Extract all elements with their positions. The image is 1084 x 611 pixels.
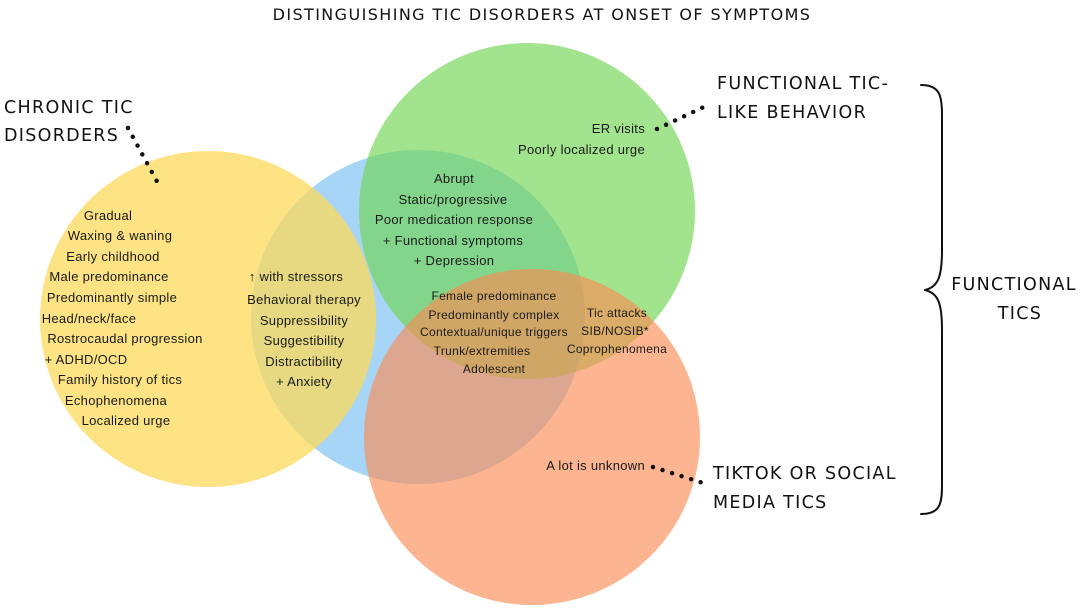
list-item: ↑ with stressors [249,269,344,284]
label-chronic-line-1: CHRONIC TIC [4,98,134,118]
label-chronic-line-2: DISORDERS [4,126,119,146]
leader-dots-social-media [650,464,709,487]
circle-chronic-tic-disorders [40,151,376,487]
list-item: Suppressibility [260,313,349,328]
list-item: Head/neck/face [42,311,137,326]
list-item: Behavioral therapy [247,292,361,307]
label-functional-like-line-1: FUNCTIONAL TIC- [717,74,889,94]
list-chronic-only: Gradual Waxing & waning Early childhood … [42,208,203,428]
list-item: + ADHD/OCD [45,352,128,367]
list-functional-like-shared: Abrupt Static/progressive Poor medicatio… [375,171,533,268]
circle-social-media-tics [364,269,700,605]
list-item: Coprophenomena [567,342,667,356]
list-item: Predominantly complex [428,308,559,322]
list-item: Distractibility [265,354,343,369]
list-item: + Depression [414,253,495,268]
list-item: Female predominance [431,289,556,303]
list-item: Echophenomena [65,393,168,408]
list-item: + Functional symptoms [383,233,524,248]
leader-dots-functional-like [654,102,711,132]
label-social-media-line-1: TIKTOK OR SOCIAL [712,464,897,484]
list-item: Male predominance [49,269,168,284]
list-item: Poor medication response [375,212,533,227]
list-item: Predominantly simple [47,290,177,305]
list-item: + Anxiety [276,374,332,389]
list-social-only: A lot is unknown [546,458,645,473]
diagram-title: DISTINGUISHING TIC DISORDERS AT ONSET OF… [273,5,812,24]
list-item: Abrupt [434,171,474,186]
list-item: Waxing & waning [68,228,172,243]
list-item: A lot is unknown [546,458,645,473]
label-functional-tics-line-1: FUNCTIONAL [951,275,1077,295]
list-functional-like-only: ER visits Poorly localized urge [518,121,645,157]
list-all-functional: Female predominance Predominantly comple… [420,289,568,376]
list-item: Early childhood [66,249,159,264]
list-chronic-and-functional: ↑ with stressors Behavioral therapy Supp… [247,269,361,389]
list-item: Tic attacks [587,306,647,320]
list-item: SIB/NOSIB* [581,324,649,338]
label-functional-tics-line-2: TICS [997,304,1042,324]
curly-brace-functional-tics [920,84,943,515]
list-item: Poorly localized urge [518,142,645,157]
list-item: Rostrocaudal progression [47,331,202,346]
list-item: Static/progressive [399,192,508,207]
list-item: Suggestibility [264,333,345,348]
list-item: Trunk/extremities [434,344,531,358]
list-item: Localized urge [82,413,171,428]
label-functional-like-line-2: LIKE BEHAVIOR [717,103,867,123]
list-item: ER visits [592,121,645,136]
list-item: Adolescent [463,362,526,376]
list-item: Gradual [84,208,132,223]
list-item: Family history of tics [58,372,183,387]
list-functional-like-and-social: Tic attacks SIB/NOSIB* Coprophenomena [567,306,667,356]
leader-dots-chronic [125,125,163,190]
label-social-media-line-2: MEDIA TICS [713,493,828,513]
list-item: Contextual/unique triggers [420,325,568,339]
